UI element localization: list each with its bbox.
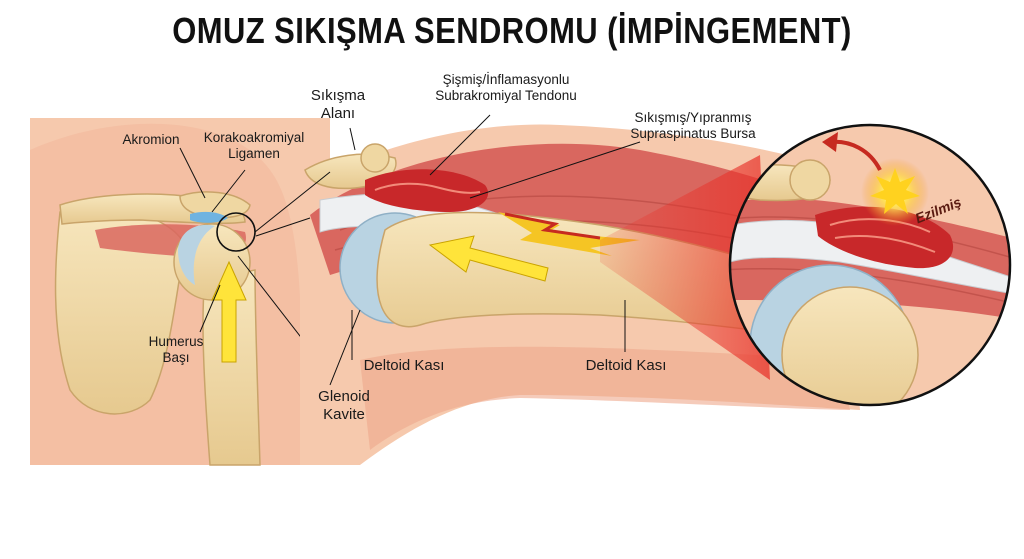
zoom-beam — [600, 155, 770, 380]
leader-akromion — [179, 147, 206, 199]
humerus-shaft — [202, 269, 261, 466]
zoom-red-arrowhead — [822, 132, 838, 152]
leader-zoom-2 — [255, 217, 311, 237]
label-korakoakromiyal-ligamen: Korakoakromiyal Ligamen — [203, 130, 305, 161]
left-pressure-arrow — [211, 260, 247, 363]
pain-lightning-red — [504, 212, 601, 240]
label-akromion: Akromion — [122, 132, 180, 147]
middle-pressure-arrow — [428, 235, 549, 282]
leader-glenoid-b — [329, 309, 361, 386]
label-inflamed-tendon: Şişmiş/İnflamasyonlu Subrakromiyal Tendo… — [435, 72, 577, 103]
zoom-humeral-bone — [781, 286, 919, 405]
label-supraspinatus-bursa: Sıkışmış/Yıpranmış Supraspinatus Bursa — [630, 110, 756, 141]
zoom-impact-burst — [870, 168, 920, 214]
label-sikisma-alani: Sıkışma Alanı — [310, 87, 366, 122]
inflamed-tendon-texture — [374, 182, 481, 194]
middle-arm-view — [254, 114, 860, 465]
acromion-knob — [360, 143, 390, 173]
label-deltoid-kasi-left: Deltoid Kası — [363, 357, 445, 374]
leader-ligamen — [211, 169, 246, 213]
arm-lower-shade — [360, 346, 850, 450]
humeral-cartilage — [178, 224, 215, 285]
label-deltoid-kasi-right: Deltoid Kası — [585, 357, 667, 374]
leader-humerus — [199, 284, 221, 333]
label-humerus-basi: Humerus Başı — [148, 334, 204, 365]
zoom-acromion-knob — [789, 159, 831, 201]
leader-zoom-1 — [254, 171, 331, 233]
leader-bursa — [469, 141, 641, 199]
zoom-circle-border — [728, 123, 1012, 407]
label-glenoid-kavite: Glenoid Kavite — [318, 388, 370, 423]
acromion-bone — [179, 191, 251, 219]
leader-tendon — [429, 114, 491, 176]
inflamed-tendon — [365, 169, 489, 212]
subacromial-bursa-small — [190, 211, 228, 223]
leader-sikisma — [349, 127, 356, 151]
page-title: OMUZ SIKIŞMA SENDROMU (İMPİNGEMENT) — [172, 10, 852, 51]
left-shoulder-view — [30, 118, 339, 466]
